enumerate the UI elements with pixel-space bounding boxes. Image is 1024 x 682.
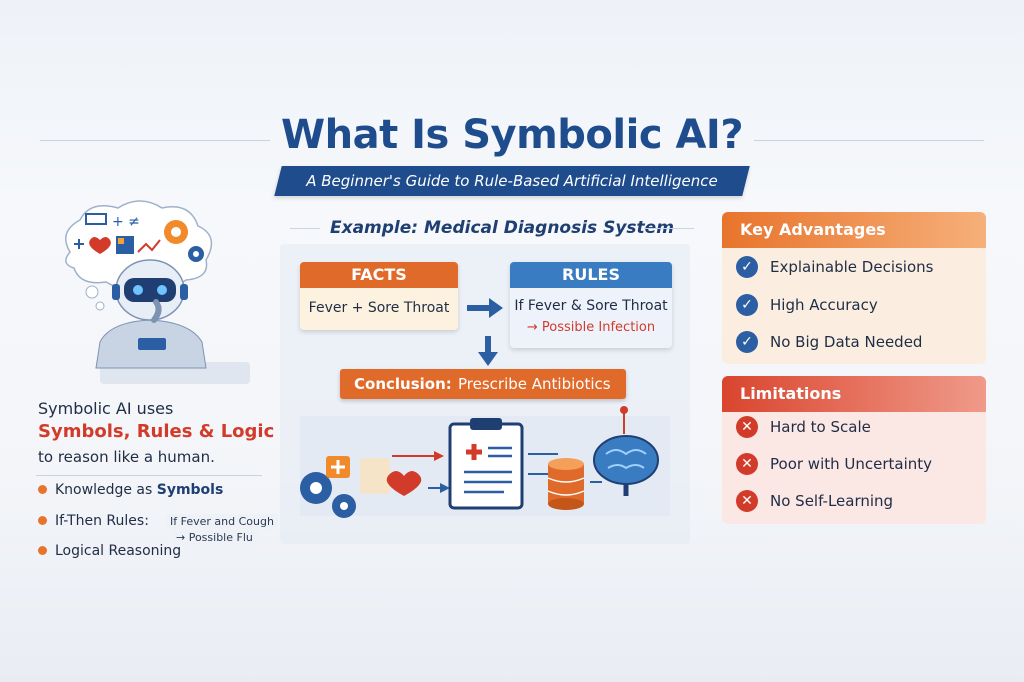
cross-icon: ✕ <box>736 416 758 438</box>
bullet-rules: If-Then Rules: <box>38 513 149 529</box>
brain-icon <box>593 435 659 496</box>
conclusion-banner: Conclusion: Prescribe Antibiotics <box>340 369 626 399</box>
header-divider-right <box>754 140 984 141</box>
intro-highlight: Symbols, Rules & Logic <box>38 421 275 442</box>
bullet-text: Knowledge as <box>55 482 157 498</box>
clipboard-icon <box>448 418 524 510</box>
bullet-text: Logical Reasoning <box>55 543 182 559</box>
limitations-card: Limitations ✕ Hard to Scale ✕ Poor with … <box>722 376 986 524</box>
rule-example-result: → Possible Flu <box>172 530 257 545</box>
arrow-down-icon <box>478 336 498 366</box>
robot-icon <box>95 259 250 384</box>
rule-example-condition: If Fever and Cough <box>166 514 278 529</box>
limitation-item: ✕ Hard to Scale <box>736 416 871 438</box>
header-divider-left <box>40 140 270 141</box>
bullet-knowledge: Knowledge as Symbols <box>38 482 223 498</box>
diagnosis-flow-illustration <box>300 406 670 518</box>
arrow-right-icon <box>467 298 503 318</box>
intro-text-end: to reason like a human. <box>38 448 215 466</box>
advantage-item: ✓ Explainable Decisions <box>736 256 933 278</box>
limitation-label: Hard to Scale <box>770 418 871 436</box>
rules-result: → Possible Infection <box>526 320 656 335</box>
bullet-logic: Logical Reasoning <box>38 543 181 559</box>
bullet-text: If-Then Rules: <box>55 513 149 529</box>
bullet-dot-icon <box>38 515 47 525</box>
check-icon: ✓ <box>736 294 758 316</box>
facts-value: Fever + Sore Throat <box>308 300 450 316</box>
gear-icon <box>164 220 188 244</box>
conclusion-value: Prescribe Antibiotics <box>458 375 611 393</box>
check-icon: ✓ <box>736 256 758 278</box>
rules-box: RULES If Fever & Sore Throat → Possible … <box>510 262 672 348</box>
limitations-title: Limitations <box>722 376 986 412</box>
gear-icon <box>300 472 332 504</box>
bullet-bold: Symbols <box>156 482 224 498</box>
advantages-card: Key Advantages ✓ Explainable Decisions ✓… <box>722 212 986 364</box>
cross-icon: ✕ <box>736 490 758 512</box>
advantages-title: Key Advantages <box>722 212 986 248</box>
page-title: What Is Symbolic AI? <box>280 112 744 158</box>
advantage-label: Explainable Decisions <box>770 258 934 276</box>
limitation-item: ✕ No Self-Learning <box>736 490 893 512</box>
gear-icon <box>332 494 356 518</box>
rules-label: RULES <box>510 262 672 288</box>
facts-box: FACTS Fever + Sore Throat <box>300 262 458 330</box>
page-subtitle: A Beginner's Guide to Rule-Based Artific… <box>306 172 718 190</box>
left-divider <box>36 475 262 476</box>
thinking-robot-illustration: + ≠ <box>65 200 250 384</box>
bullet-dot-icon <box>38 484 47 494</box>
conclusion-label: Conclusion: <box>354 375 452 393</box>
advantage-label: High Accuracy <box>770 296 878 314</box>
check-icon: ✓ <box>736 331 758 353</box>
example-divider-left <box>290 228 320 229</box>
database-icon <box>547 458 585 510</box>
rules-value: If Fever & Sore Throat <box>514 298 668 314</box>
advantage-item: ✓ High Accuracy <box>736 294 878 316</box>
thought-bubble-icon: + ≠ <box>65 200 213 311</box>
advantage-item: ✓ No Big Data Needed <box>736 331 922 353</box>
example-title: Example: Medical Diagnosis System <box>330 218 674 238</box>
advantage-label: No Big Data Needed <box>770 333 923 351</box>
gear-icon <box>188 246 204 262</box>
cross-icon: ✕ <box>736 453 758 475</box>
limitation-item: ✕ Poor with Uncertainty <box>736 453 932 475</box>
bullet-dot-icon <box>38 545 47 555</box>
svg-text:+ ≠: + ≠ <box>112 214 140 230</box>
limitation-label: Poor with Uncertainty <box>770 455 933 473</box>
limitation-label: No Self-Learning <box>770 492 894 510</box>
heart-icon <box>386 471 422 496</box>
facts-label: FACTS <box>300 262 458 288</box>
example-divider-right <box>644 228 694 229</box>
intro-text: Symbolic AI uses <box>38 399 174 418</box>
